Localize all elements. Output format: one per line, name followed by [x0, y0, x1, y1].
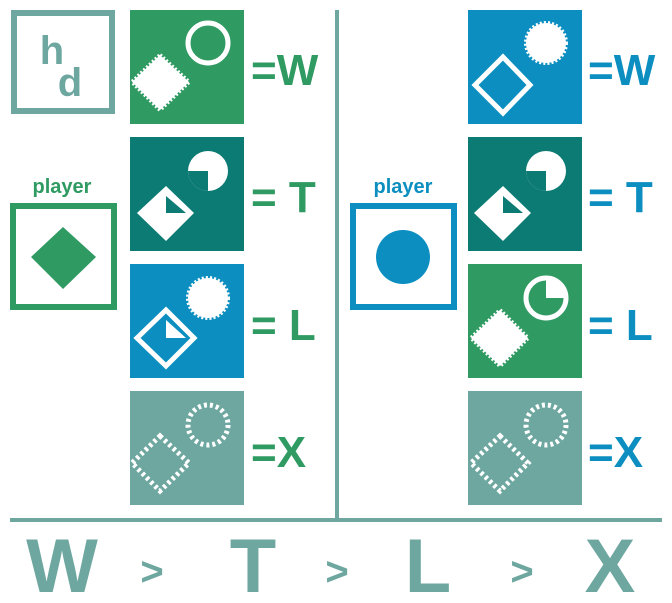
logo-letter-h: h	[40, 29, 64, 73]
diamond-triangle-icon	[137, 186, 194, 241]
diamond-outline-icon	[471, 53, 534, 117]
circle-dotted-icon	[186, 276, 230, 320]
logo-letter-d: d	[58, 61, 82, 105]
right-player-label: player	[374, 176, 433, 198]
circle-outline-icon	[185, 20, 231, 66]
left-player-box	[10, 203, 117, 310]
left-tile-loss	[130, 264, 244, 378]
rank-gt-3: >	[510, 550, 533, 594]
left-tile-win	[129, 10, 244, 124]
player-circle-icon	[376, 230, 430, 284]
right-outcome-x: =X	[588, 428, 643, 477]
circle-dotted-icon	[524, 21, 568, 65]
diamond-dotted-outline-icon	[467, 432, 532, 495]
rank-gt-1: >	[140, 550, 163, 594]
rank-t: T	[230, 524, 276, 603]
left-player-label: player	[33, 176, 92, 198]
right-tile-none	[467, 391, 582, 505]
left-tile-tie	[130, 137, 244, 251]
diamond-dotted-icon	[468, 307, 531, 369]
rank-w: W	[26, 524, 98, 603]
circle-dotted-outline-icon	[523, 402, 569, 448]
right-tile-tie	[468, 137, 582, 251]
left-outcome-t: = T	[251, 173, 316, 222]
right-outcome-w: =W	[588, 46, 656, 95]
rank-gt-2: >	[325, 550, 348, 594]
left-outcome-w: =W	[251, 46, 319, 95]
right-outcome-t: = T	[588, 173, 653, 222]
rank-x: X	[585, 524, 636, 603]
left-tile-none	[128, 391, 244, 505]
left-outcome-l: = L	[251, 301, 316, 350]
diamond-triangle-icon	[474, 186, 531, 241]
rank-l: L	[405, 524, 451, 603]
ranking-row: W > T > L > X	[26, 524, 636, 603]
diamond-dotted-icon	[129, 52, 192, 113]
right-tile-win	[468, 10, 582, 124]
player-diamond-icon	[31, 227, 96, 289]
diamond-dotted-outline-icon	[128, 432, 193, 495]
right-tile-loss	[468, 264, 582, 378]
circle-dotted-outline-icon	[185, 402, 231, 448]
hd-logo-icon: h d	[11, 10, 115, 114]
right-outcome-l: = L	[588, 301, 653, 350]
left-outcome-x: =X	[251, 428, 306, 477]
right-player-box	[350, 203, 457, 310]
diamond-triangle-icon	[133, 306, 198, 370]
